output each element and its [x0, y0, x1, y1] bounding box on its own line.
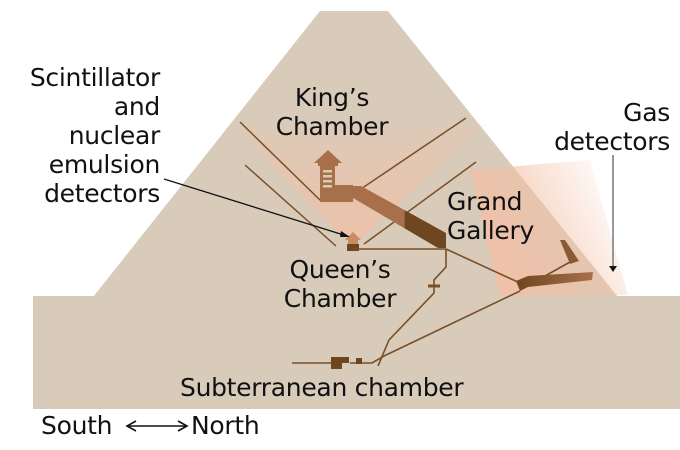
air-shafts — [239, 117, 477, 247]
compass-south-label: South — [41, 411, 113, 440]
queens-chamber-icon — [345, 232, 361, 251]
north-notch — [560, 240, 579, 264]
scintillator-detectors-label: Scintillator and nuclear emulsion detect… — [29, 63, 160, 208]
gas-detector-glow — [470, 160, 628, 295]
compass-north-label: North — [191, 411, 260, 440]
subterranean-chamber-label: Subterranean chamber — [180, 373, 464, 402]
scintillator-leader — [163, 178, 350, 237]
scintillator-glow — [230, 125, 485, 246]
kings-chamber-label: King’s Chamber — [275, 83, 389, 141]
grand-gallery — [353, 186, 446, 248]
queens-chamber-label: Queen’s Chamber — [283, 255, 397, 313]
gas-detector-leader — [609, 155, 617, 272]
compass-arrow-icon — [125, 420, 189, 432]
ground-block — [33, 296, 680, 409]
north-corridor — [516, 272, 593, 291]
grand-gallery-label: Grand Gallery — [447, 187, 534, 245]
subterranean-chamber-icon — [331, 357, 362, 369]
gas-detectors-label: Gas detectors — [554, 98, 670, 156]
kings-chamber-icon — [314, 150, 353, 202]
